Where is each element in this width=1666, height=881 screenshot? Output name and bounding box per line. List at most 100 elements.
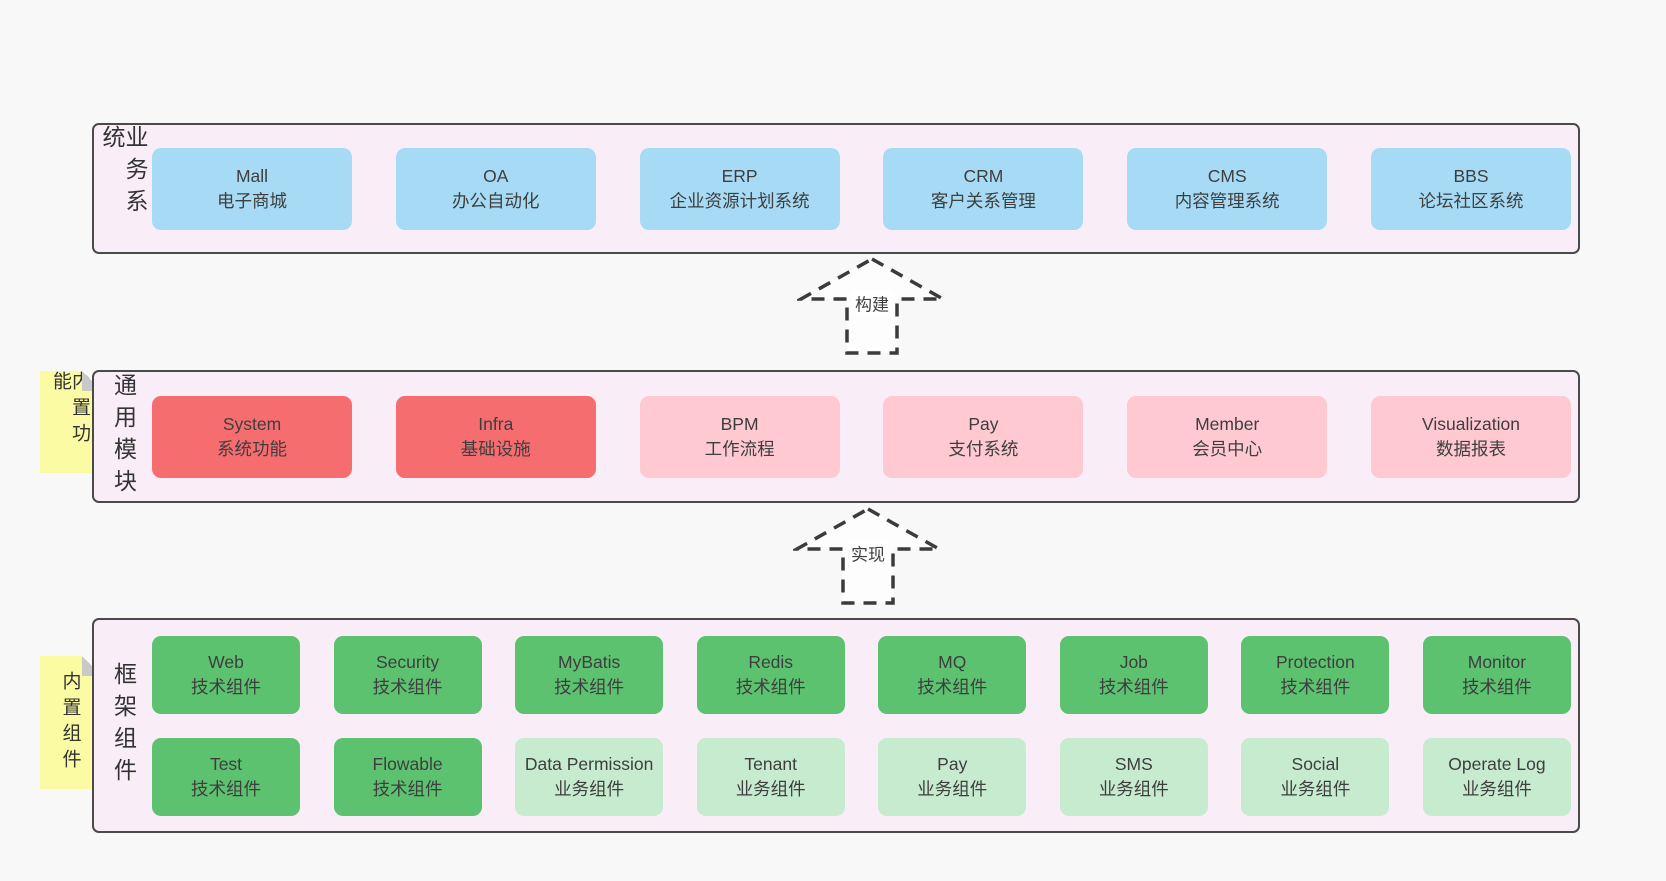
box-visualization: Visualization 数据报表 [1370,395,1571,478]
box-title: Security [375,651,440,672]
sticky-text: 内置组件 [59,670,81,775]
arrow-implement: 实现 [793,506,943,606]
box-member: Member 会员中心 [1127,395,1328,478]
box-subtitle: 技术组件 [735,676,806,697]
box-title: CMS [1207,165,1247,186]
box-title: Mall [235,165,269,186]
box-subtitle: 数据报表 [1435,438,1506,459]
box-title: BPM [720,413,759,434]
box-title: ERP [721,165,758,186]
box-title: Test [209,753,243,774]
box-subtitle: 业务组件 [1280,778,1351,799]
layer-label-text: 框架组件 [110,661,137,790]
layer-label-text: 通用模块 [110,372,137,501]
box-subtitle: 会员中心 [1192,438,1263,459]
box-subtitle: 技术组件 [1461,676,1532,697]
box-pay-biz: Pay 业务组件 [878,737,1027,816]
box-subtitle: 技术组件 [372,778,443,799]
box-system: System 系统功能 [152,395,352,478]
box-subtitle: 论坛社区系统 [1418,190,1524,211]
box-subtitle: 客户关系管理 [930,190,1036,211]
box-monitor: Monitor 技术组件 [1422,635,1571,714]
box-subtitle: 业务组件 [1098,778,1169,799]
box-cms: CMS 内容管理系统 [1127,147,1328,230]
sticky-built-in-components: 内置组件 [40,656,102,789]
box-title: Data Permission [524,753,654,774]
box-title: SMS [1114,753,1153,774]
box-title: Job [1119,651,1148,672]
component-row-2: Test 技术组件 Flowable 技术组件 Data Permission … [152,737,1571,816]
box-subtitle: 技术组件 [191,778,261,799]
box-job: Job 技术组件 [1059,635,1208,714]
layer-label-modules: 通用模块 [94,372,152,501]
box-sms: SMS 业务组件 [1059,737,1208,816]
layer-framework-components: 框架组件 Web 技术组件 Security 技术组件 MyBatis 技术组件… [92,618,1580,833]
box-infra: Infra 基础设施 [395,395,596,478]
layer-label-text: 业务系统 [99,125,148,221]
box-title: Monitor [1467,651,1527,672]
box-subtitle: 内容管理系统 [1174,190,1280,211]
box-title: Social [1291,753,1340,774]
layer-label-business: 业务系统 [94,125,152,252]
box-title: Flowable [372,753,443,774]
box-title: Pay [968,413,999,434]
box-test: Test 技术组件 [152,737,300,816]
box-title: Tenant [744,753,797,774]
box-bpm: BPM 工作流程 [639,395,840,478]
box-mybatis: MyBatis 技术组件 [515,635,664,714]
box-data-permission: Data Permission 业务组件 [515,737,664,816]
box-erp: ERP 企业资源计划系统 [639,147,840,230]
box-mall: Mall 电子商城 [152,147,352,230]
box-title: Redis [748,651,794,672]
box-subtitle: 电子商城 [217,190,287,211]
business-boxes: Mall 电子商城 OA 办公自动化 ERP 企业资源计划系统 CRM 客户关系… [152,125,1578,252]
box-redis: Redis 技术组件 [696,635,845,714]
box-web: Web 技术组件 [152,635,300,714]
box-subtitle: 办公自动化 [452,190,540,211]
component-boxes: Web 技术组件 Security 技术组件 MyBatis 技术组件 Redi… [152,620,1578,831]
box-bbs: BBS 论坛社区系统 [1370,147,1571,230]
box-title: MyBatis [558,651,621,672]
arrow-build-label: 构建 [852,290,892,316]
box-title: CRM [963,165,1004,186]
box-subtitle: 业务组件 [554,778,625,799]
box-subtitle: 技术组件 [917,676,988,697]
box-title: OA [483,165,509,186]
box-subtitle: 技术组件 [372,676,443,697]
box-flowable: Flowable 技术组件 [333,737,482,816]
box-title: Member [1195,413,1260,434]
box-tenant: Tenant 业务组件 [696,737,845,816]
box-subtitle: 企业资源计划系统 [669,190,810,211]
box-title: Web [208,651,244,672]
arrow-implement-label: 实现 [848,540,888,566]
box-title: Infra [478,413,514,434]
box-title: Operate Log [1448,753,1546,774]
box-subtitle: 业务组件 [735,778,806,799]
box-subtitle: 工作流程 [704,438,775,459]
box-security: Security 技术组件 [333,635,482,714]
box-title: BBS [1453,165,1489,186]
box-subtitle: 技术组件 [191,676,261,697]
box-social: Social 业务组件 [1241,737,1390,816]
box-title: System [222,413,282,434]
box-subtitle: 业务组件 [1461,778,1532,799]
layer-business-systems: 业务系统 Mall 电子商城 OA 办公自动化 ERP 企业资源计划系统 CRM… [92,123,1580,254]
box-oa: OA 办公自动化 [395,147,596,230]
box-title: Visualization [1422,413,1520,434]
component-row-1: Web 技术组件 Security 技术组件 MyBatis 技术组件 Redi… [152,635,1571,714]
layer-common-modules: 通用模块 System 系统功能 Infra 基础设施 BPM 工作流程 Pay… [92,370,1580,503]
box-subtitle: 技术组件 [554,676,625,697]
box-title: Pay [937,753,968,774]
box-subtitle: 支付系统 [948,438,1019,459]
box-title: MQ [938,651,967,672]
box-subtitle: 技术组件 [1098,676,1169,697]
layer-label-components: 框架组件 [94,620,152,831]
arrow-build: 构建 [797,256,947,356]
box-pay: Pay 支付系统 [883,395,1084,478]
module-boxes: System 系统功能 Infra 基础设施 BPM 工作流程 Pay 支付系统… [152,372,1578,501]
box-subtitle: 业务组件 [917,778,988,799]
box-mq: MQ 技术组件 [878,635,1027,714]
box-crm: CRM 客户关系管理 [883,147,1084,230]
box-title: Protection [1275,651,1355,672]
